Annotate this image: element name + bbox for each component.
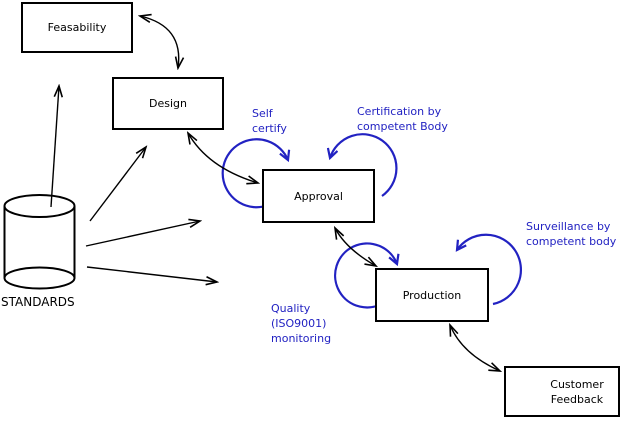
node-design: Design <box>112 77 224 130</box>
node-approval-label: Approval <box>294 189 343 203</box>
arrow-standards-to-production <box>86 266 217 282</box>
node-approval: Approval <box>262 169 375 223</box>
node-design-label: Design <box>149 97 187 110</box>
arrow-feasability-design <box>140 16 179 68</box>
standards-cylinder-shape <box>3 194 76 290</box>
node-feasability: Feasability <box>21 2 133 53</box>
node-production: Production <box>375 268 489 322</box>
arrow-standards-to-design <box>89 147 146 222</box>
loop-surveillance-competent-body <box>455 233 522 306</box>
node-production-label: Production <box>402 288 462 302</box>
certification-annotation: Certification by competent Body <box>357 105 448 133</box>
self-certify-annotation: Self certify <box>252 107 287 135</box>
node-customer-feedback: Customer Feedback <box>504 366 620 417</box>
surveillance-annotation: Surveillance by competent body <box>526 220 617 248</box>
arrow-approval-production <box>335 228 376 266</box>
arrow-standards-to-feasability <box>50 86 59 208</box>
loop-certification-competent-body <box>326 133 398 197</box>
quality-monitoring-annotation: Quality (ISO9001) monitoring <box>271 302 332 345</box>
arrow-design-approval <box>188 133 258 183</box>
standards-label: STANDARDS <box>1 295 75 309</box>
arrow-standards-to-approval <box>85 221 200 247</box>
node-customer-feedback-label: Customer Feedback <box>550 377 604 406</box>
arrow-production-customer-feedback <box>450 325 500 371</box>
node-feasability-label: Feasability <box>47 21 107 34</box>
